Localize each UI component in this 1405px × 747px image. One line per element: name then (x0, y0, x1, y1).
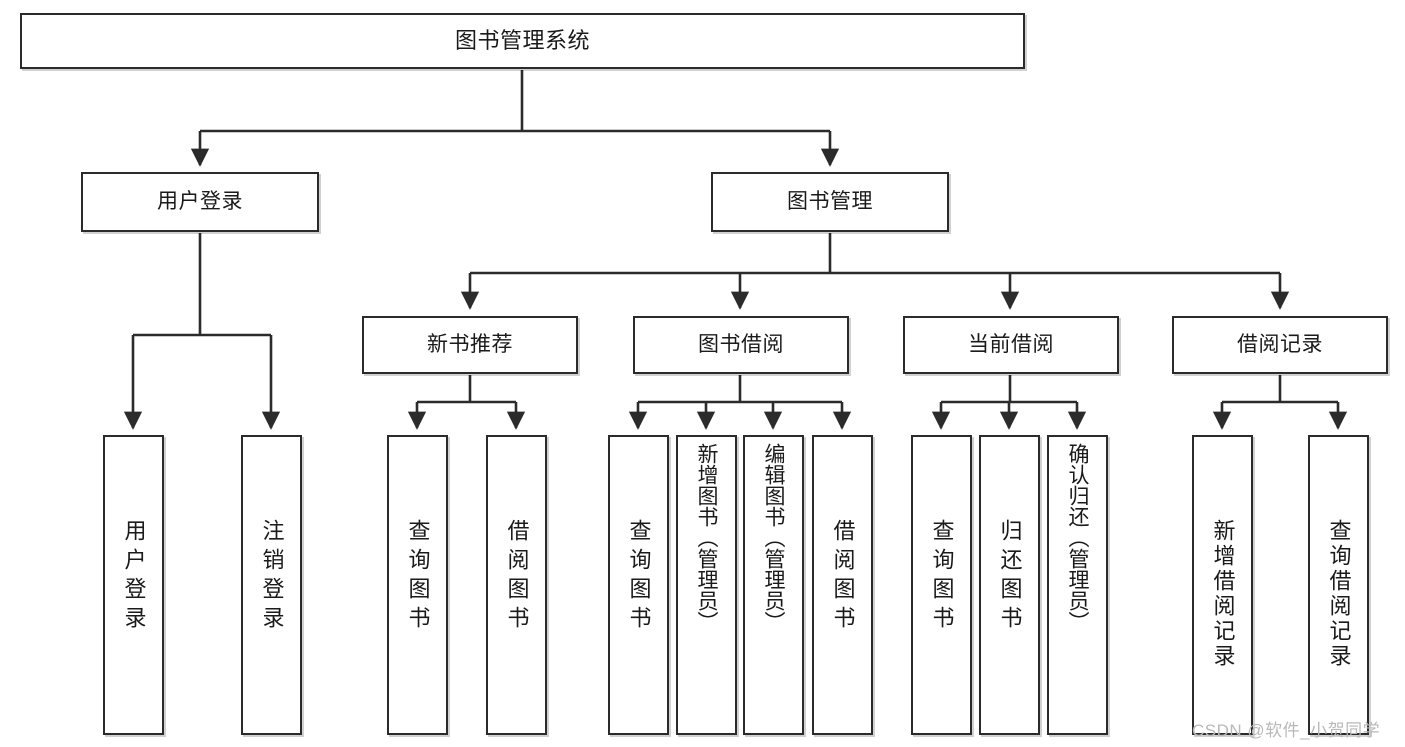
node-label: 图书管理 (787, 190, 873, 214)
leaf-confirm-return-admin[interactable]: 确认归还（管理员） (1047, 435, 1108, 735)
leaf-edit-book-admin[interactable]: 编辑图书（管理员） (743, 435, 804, 735)
leaf-user-logout[interactable]: 注销登录 (241, 435, 302, 735)
node-new-book-recommend[interactable]: 新书推荐 (362, 316, 578, 374)
node-label: 查询图书 (929, 519, 955, 635)
leaf-add-book-admin[interactable]: 新增图书（管理员） (676, 435, 737, 735)
node-label: 图书管理系统 (454, 27, 590, 53)
node-book-borrow[interactable]: 图书借阅 (633, 316, 849, 374)
node-label: 当前借阅 (968, 333, 1054, 357)
leaf-query-book-new-recommend[interactable]: 查询图书 (387, 435, 448, 735)
node-label: 借阅图书 (830, 519, 856, 635)
node-label: 查询借阅记录 (1326, 519, 1352, 669)
node-user-login[interactable]: 用户登录 (81, 172, 319, 232)
node-label: 新增借阅记录 (1210, 519, 1236, 669)
node-label: 编辑图书（管理员） (762, 443, 785, 632)
node-label: 确认归还（管理员） (1066, 443, 1089, 632)
node-label: 用户登录 (121, 519, 147, 635)
node-label: 借阅记录 (1237, 333, 1323, 357)
leaf-user-login[interactable]: 用户登录 (103, 435, 164, 735)
node-label: 归还图书 (997, 519, 1023, 635)
node-label: 图书借阅 (698, 333, 784, 357)
node-borrow-record[interactable]: 借阅记录 (1172, 316, 1388, 374)
node-label: 查询图书 (626, 519, 652, 635)
node-book-management[interactable]: 图书管理 (711, 172, 949, 232)
node-label: 注销登录 (259, 519, 285, 635)
csdn-watermark: CSDN @软件_小贺同学 (1192, 721, 1381, 740)
node-label: 用户登录 (157, 190, 243, 214)
leaf-query-book-current[interactable]: 查询图书 (911, 435, 972, 735)
node-label: 查询图书 (405, 519, 431, 635)
node-label: 新书推荐 (427, 333, 513, 357)
node-label: 借阅图书 (504, 519, 530, 635)
node-current-borrow[interactable]: 当前借阅 (903, 316, 1119, 374)
leaf-query-borrow-record[interactable]: 查询借阅记录 (1308, 435, 1369, 735)
leaf-query-book-borrow[interactable]: 查询图书 (608, 435, 669, 735)
leaf-borrow-book-new-recommend[interactable]: 借阅图书 (486, 435, 547, 735)
leaf-borrow-book[interactable]: 借阅图书 (812, 435, 873, 735)
leaf-return-book[interactable]: 归还图书 (979, 435, 1040, 735)
leaf-add-borrow-record[interactable]: 新增借阅记录 (1192, 435, 1253, 735)
node-label: 新增图书（管理员） (695, 443, 718, 632)
node-root-book-management-system[interactable]: 图书管理系统 (20, 13, 1025, 69)
